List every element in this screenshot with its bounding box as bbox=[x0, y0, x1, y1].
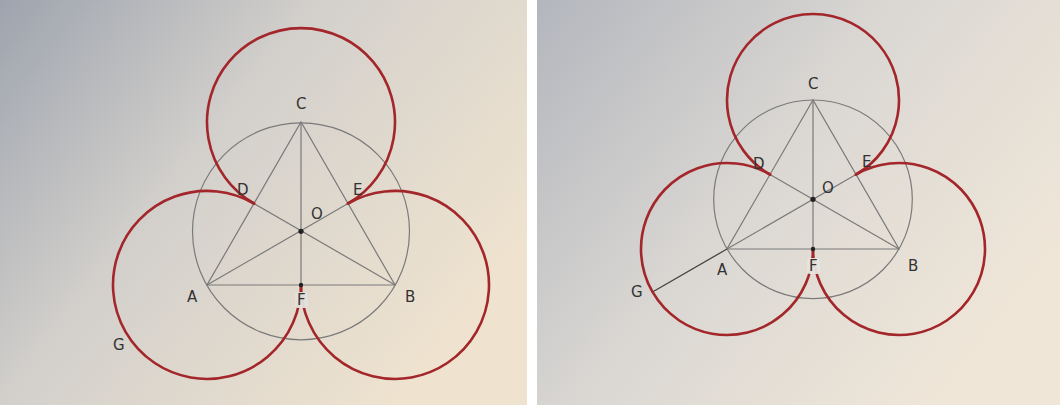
point-label: F bbox=[295, 292, 308, 308]
point-label: G bbox=[629, 284, 645, 300]
construction-lines-right bbox=[714, 100, 913, 299]
red-arcs-left bbox=[113, 28, 489, 379]
point-label: D bbox=[235, 182, 251, 198]
photo-right bbox=[537, 0, 1060, 405]
photo-left bbox=[0, 0, 527, 405]
point-label: C bbox=[294, 96, 308, 112]
point-dot bbox=[299, 283, 303, 287]
center-dot bbox=[298, 229, 303, 234]
point-dot bbox=[811, 247, 815, 251]
point-label: D bbox=[751, 156, 767, 172]
point-label: E bbox=[860, 154, 873, 170]
red-arcs-right bbox=[641, 14, 985, 335]
point-label: F bbox=[807, 258, 820, 274]
point-label: C bbox=[806, 76, 820, 92]
construction-lines-left bbox=[193, 122, 410, 340]
point-label: O bbox=[309, 206, 325, 222]
point-label: B bbox=[403, 289, 417, 305]
center-dot bbox=[810, 197, 815, 202]
point-label: O bbox=[820, 180, 836, 196]
extension-line bbox=[653, 249, 728, 292]
point-label: A bbox=[185, 289, 199, 305]
point-label: G bbox=[111, 337, 127, 353]
point-label: B bbox=[906, 258, 920, 274]
point-label: A bbox=[715, 262, 729, 278]
point-label: E bbox=[351, 182, 364, 198]
